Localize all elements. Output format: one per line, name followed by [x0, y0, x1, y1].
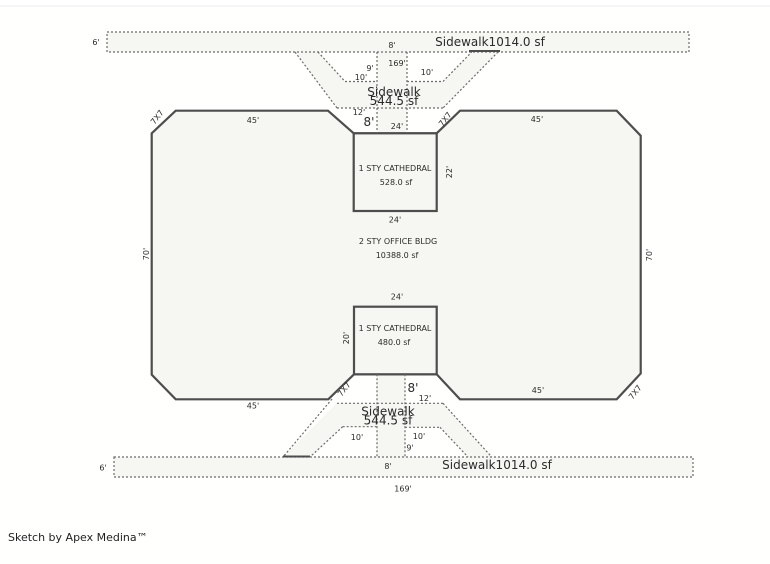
bottom-walkway-lines — [282, 374, 493, 458]
top-walkway-lines — [294, 50, 500, 133]
mid-24ft-dim: 24' — [391, 293, 403, 302]
top-conn-10ft-right-dim: 10' — [421, 68, 433, 77]
bottom-sidewalk-label: Sidewalk1014.0 sf — [442, 458, 552, 472]
top-walkway-fill — [295, 52, 498, 133]
sketch-credit: Sketch by Apex Medina™ — [8, 531, 148, 544]
top-sidewalk-gap-dim: 8' — [388, 41, 395, 50]
top-conn-24ft-dim: 24' — [391, 122, 403, 131]
top-sidewalk-shape — [106, 31, 690, 53]
top-cathedral-name: 1 STY CATHEDRAL — [359, 164, 432, 173]
bottom-sidewalk-length-dim: 169' — [394, 485, 411, 494]
top-conn-12ft-dim: 12' — [353, 108, 365, 117]
office-name: 2 STY OFFICE BLDG — [359, 237, 437, 246]
top-cathedral-24ft-dim: 24' — [389, 216, 401, 225]
bottom-conn-9ft-dim: 9' — [406, 444, 413, 453]
right-70ft-dim: 70' — [645, 249, 654, 261]
top-right-45ft-dim: 45' — [531, 115, 543, 124]
bottom-conn-12ft-dim: 12' — [419, 394, 431, 403]
bottom-right-45ft-dim: 45' — [532, 386, 544, 395]
top-conn-area: 544.5 sf — [370, 94, 419, 108]
bottom-cathedral-name: 1 STY CATHEDRAL — [359, 324, 432, 333]
top-conn-name: Sidewalk — [367, 85, 420, 99]
top-sidewalk-height-dim: 6' — [92, 38, 99, 47]
top-left-45ft-dim: 45' — [247, 116, 259, 125]
bottom-cathedral-shape — [352, 305, 438, 376]
bottom-walkway-fill — [283, 374, 492, 457]
bottom-left-45ft-dim: 45' — [247, 402, 259, 411]
top-conn-9ft-dim: 9' — [366, 64, 373, 73]
top-cathedral-shape — [352, 132, 438, 213]
left-70ft-dim: 70' — [142, 248, 151, 260]
bottom-cathedral-area: 480.0 sf — [378, 338, 411, 347]
bottom-conn-10ft-left-dim: 10' — [351, 433, 363, 442]
top-conn-10ft-left-dim: 10' — [355, 73, 367, 82]
top-sidewalk-length-dim: 169' — [388, 59, 405, 68]
bottom-sidewalk-gap-dim: 8' — [384, 462, 391, 471]
bottom-conn-8ft-dim: 8' — [408, 381, 419, 395]
bottom-sidewalk-height-dim: 6' — [99, 464, 106, 473]
bottom-conn-10ft-right-dim: 10' — [413, 432, 425, 441]
bottom-cathedral-20ft-dim: 20' — [342, 332, 351, 344]
top-cathedral-22ft-dim: 22' — [445, 166, 454, 178]
office-area: 10388.0 sf — [376, 251, 419, 260]
bottom-conn-area: 544.5 sf — [364, 414, 413, 428]
top-sidewalk-label: Sidewalk1014.0 sf — [435, 35, 545, 49]
top-cathedral-area: 528.0 sf — [380, 178, 413, 187]
top-conn-8ft-dim: 8' — [364, 115, 375, 129]
bottom-sidewalk-shape — [113, 456, 694, 478]
bottom-conn-name: Sidewalk — [361, 405, 414, 419]
